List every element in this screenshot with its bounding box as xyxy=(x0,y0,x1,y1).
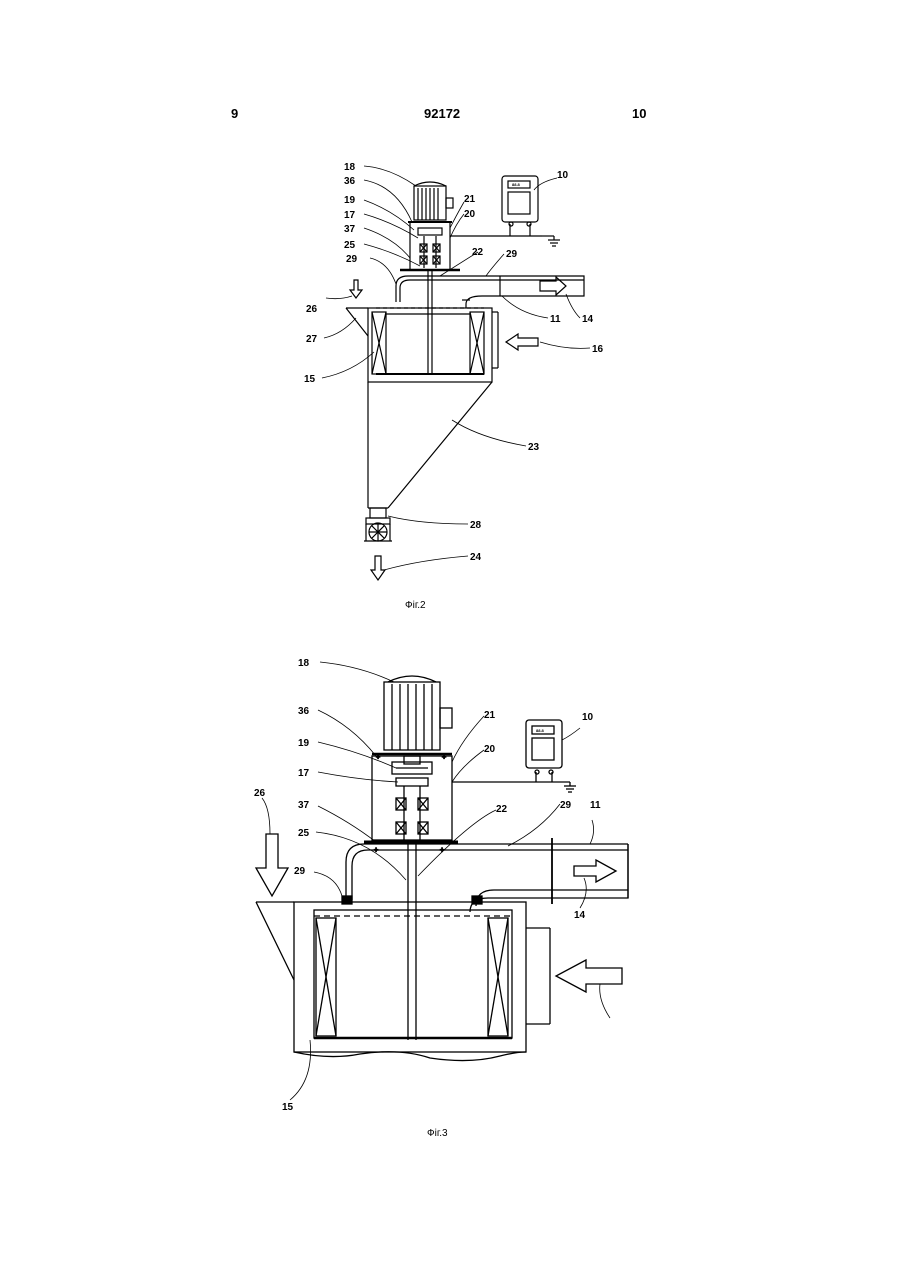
drive-housing xyxy=(410,222,450,270)
svg-text:+: + xyxy=(442,754,446,761)
fig2-label-14: 14 xyxy=(582,314,594,325)
fig2-label-26: 26 xyxy=(306,304,318,315)
fig3-label-37: 37 xyxy=(298,800,310,811)
fig2-label-11: 11 xyxy=(550,314,561,325)
fig2-label-10: 10 xyxy=(557,170,569,181)
indicator-device xyxy=(502,176,538,222)
fig2-label-29b: 29 xyxy=(506,249,518,260)
svg-text:+: + xyxy=(440,847,444,854)
figure-2-diagram: 18 36 19 17 37 25 29 26 27 15 21 20 22 2… xyxy=(0,0,901,640)
fig3-caption: Фіг.3 xyxy=(427,1128,448,1139)
indicator-device xyxy=(526,720,562,768)
fig3-label-18: 18 xyxy=(298,658,310,669)
fig2-label-29a: 29 xyxy=(346,254,358,265)
fig2-caption: Фіг.2 xyxy=(405,600,426,611)
fig2-label-22: 22 xyxy=(472,247,484,258)
fig2-label-25: 25 xyxy=(344,240,356,251)
fig3-label-36: 36 xyxy=(298,706,310,717)
drive-housing xyxy=(372,756,452,840)
fig3-label-11: 11 xyxy=(590,800,601,811)
fig3-display-readout: 88.8 xyxy=(536,728,545,733)
fig2-label-36: 36 xyxy=(344,176,356,187)
fig2-label-17: 17 xyxy=(344,210,356,221)
fig2-label-24: 24 xyxy=(470,552,482,563)
fig2-label-23: 23 xyxy=(528,442,540,453)
fig3-label-22: 22 xyxy=(496,804,508,815)
fig2-label-16: 16 xyxy=(592,344,604,355)
motor xyxy=(414,182,453,220)
fig2-label-19: 19 xyxy=(344,195,356,206)
fig2-label-15: 15 xyxy=(304,374,316,385)
fig3-label-15: 15 xyxy=(282,1102,294,1113)
outlet-arrow-14 xyxy=(574,860,616,882)
fig3-label-29b: 29 xyxy=(560,800,572,811)
fig3-label-25: 25 xyxy=(298,828,310,839)
fig2-label-18: 18 xyxy=(344,162,356,173)
fig3-label-26: 26 xyxy=(254,788,266,799)
fig3-label-20: 20 xyxy=(484,744,496,755)
fig2-label-27: 27 xyxy=(306,334,318,345)
fig3-label-21: 21 xyxy=(484,710,496,721)
air-inlet-arrow-16 xyxy=(556,960,622,992)
inlet-arrow-26 xyxy=(350,280,362,298)
fig2-display-readout: 88.8 xyxy=(512,182,521,187)
svg-text:+: + xyxy=(376,754,380,761)
fig3-label-29a: 29 xyxy=(294,866,306,877)
inlet-arrow-26 xyxy=(256,834,288,896)
motor xyxy=(384,676,452,750)
fig3-label-19: 19 xyxy=(298,738,310,749)
air-inlet-arrow-16 xyxy=(506,334,538,350)
fig2-label-20: 20 xyxy=(464,209,476,220)
svg-text:+: + xyxy=(374,847,378,854)
fig2-label-21: 21 xyxy=(464,194,476,205)
fig2-label-37: 37 xyxy=(344,224,356,235)
fig2-label-28: 28 xyxy=(470,520,482,531)
fig3-label-14: 14 xyxy=(574,910,586,921)
discharge-arrow-24 xyxy=(371,556,385,580)
fig3-label-17: 17 xyxy=(298,768,310,779)
fig3-label-10: 10 xyxy=(582,712,594,723)
